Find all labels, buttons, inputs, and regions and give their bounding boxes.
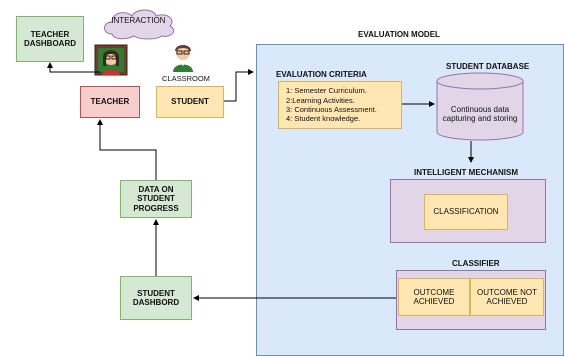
classroom-label: CLASSROOM [162,74,210,83]
criteria-item: 1: Semester Curriculum. [286,86,367,96]
classifier-title: CLASSIFIER [452,259,500,268]
teacher-dashboard-box: TEACHER DASHBOARD [16,16,84,62]
outcome-achieved-box: OUTCOME ACHIEVED [398,278,470,316]
criteria-item: 4: Student knowledge. [286,114,361,124]
student-box: STUDENT [156,86,224,118]
teacher-box: TEACHER [80,86,140,118]
evaluation-criteria-title: EVALUATION CRITERIA [276,70,367,79]
student-progress-box: DATA ON STUDENT PROGRESS [120,180,192,218]
evaluation-model-title: EVALUATION MODEL [358,30,440,39]
evaluation-criteria-box: 1: Semester Curriculum. 2:Learning Activ… [278,81,402,129]
database-description: Continuous data capturing and storing [442,104,518,123]
student-database-title: STUDENT DATABASE [446,62,530,71]
interaction-label: .INTERACTION [109,16,166,25]
criteria-list: 1: Semester Curriculum. 2:Learning Activ… [286,86,377,124]
teacher-avatar-icon [94,44,128,76]
interaction-cloud [104,9,175,40]
student-avatar-icon [173,45,193,72]
classification-box: CLASSIFICATION [424,194,508,230]
arrow-student-to-evaluation [224,69,254,102]
arrow-teacher-to-dashboard [47,62,100,73]
criteria-item: 2:Learning Activities. [286,95,355,105]
database-cylinder-icon [436,72,524,141]
student-dashboard-box: STUDENT DASHBORD [120,276,192,320]
criteria-item: 3: Continuous Assessment. [286,105,377,114]
outcome-not-achieved-box: OUTCOME NOT ACHIEVED [470,278,544,316]
arrow-progress-to-teacher [97,119,157,180]
intelligent-mechanism-title: INTELLIGENT MECHANISM [414,168,518,177]
